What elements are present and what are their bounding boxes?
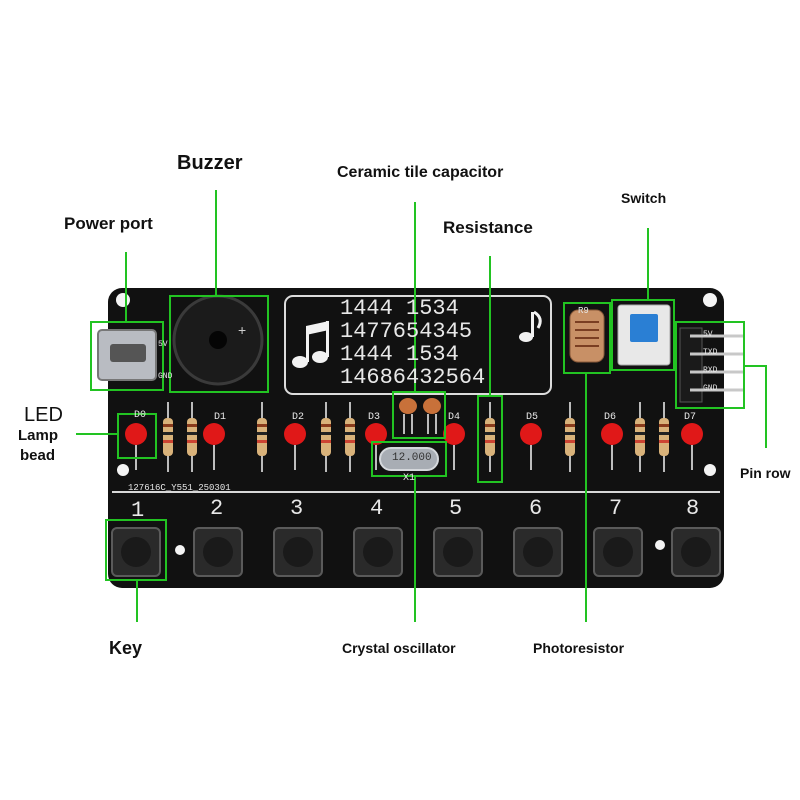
switch-box bbox=[611, 299, 675, 371]
key-number: 8 bbox=[686, 496, 700, 521]
mounting-hole bbox=[117, 464, 129, 476]
key-number: 4 bbox=[370, 496, 384, 521]
score-line: 14686432564 bbox=[340, 365, 486, 390]
label-led: LED bbox=[24, 404, 63, 426]
label-crystal-oscillator: Crystal oscillator bbox=[342, 640, 456, 656]
header-pin-label: RXD bbox=[703, 366, 718, 375]
led-ref: D2 bbox=[292, 412, 305, 423]
led-ref: D4 bbox=[448, 412, 461, 423]
usb-pin-label: GND bbox=[158, 372, 173, 381]
label-buzzer: Buzzer bbox=[177, 152, 243, 174]
leader-lines bbox=[76, 190, 767, 622]
label-bead: bead bbox=[20, 447, 56, 464]
score-line: 1444 1534 bbox=[340, 296, 459, 321]
crystal-body bbox=[379, 447, 439, 471]
led-row bbox=[125, 423, 703, 445]
score-frame bbox=[284, 295, 552, 395]
score-line: 1444 1534 bbox=[340, 342, 459, 367]
crystal-ref: X1 bbox=[403, 473, 416, 484]
music-note-icon bbox=[519, 310, 542, 342]
led-ref: D7 bbox=[684, 412, 697, 423]
key-row bbox=[111, 527, 721, 577]
key-number: 6 bbox=[529, 496, 543, 521]
label-key: Key bbox=[109, 638, 143, 658]
crystal-box bbox=[371, 441, 447, 477]
pin-header bbox=[679, 327, 703, 403]
led-ref: D3 bbox=[368, 412, 381, 423]
mounting-hole bbox=[703, 293, 717, 307]
key-number: 7 bbox=[609, 496, 623, 521]
label-pin-row: Pin row bbox=[740, 465, 791, 481]
usb-pin-label: 5V bbox=[158, 340, 168, 349]
header-pin-label: GND bbox=[703, 384, 718, 393]
buzzer-box bbox=[169, 295, 269, 393]
key-number: 5 bbox=[449, 496, 463, 521]
resistor-group bbox=[163, 402, 669, 472]
led-ref: D6 bbox=[604, 412, 617, 423]
ceramic-capacitors bbox=[399, 398, 441, 434]
music-note-icon bbox=[292, 321, 329, 368]
svg-text:+: + bbox=[238, 322, 246, 338]
key-number: 1 bbox=[131, 498, 145, 523]
label-ceramic-capacitor: Ceramic tile capacitor bbox=[337, 164, 504, 181]
photoresistor-ref: R9 bbox=[578, 306, 589, 316]
led-ref: D0 bbox=[134, 410, 147, 421]
label-switch: Switch bbox=[621, 190, 667, 206]
label-photoresistor: Photoresistor bbox=[533, 640, 625, 656]
led-box bbox=[117, 413, 157, 459]
key-number: 3 bbox=[290, 496, 304, 521]
board-id: 127616C_Y551_250301 bbox=[128, 483, 231, 493]
mounting-hole bbox=[655, 540, 665, 550]
capacitor-box bbox=[392, 391, 446, 439]
header-pin-label: 5V bbox=[703, 330, 713, 339]
header-pin-label: TXD bbox=[703, 348, 718, 357]
label-resistance: Resistance bbox=[443, 218, 533, 237]
label-power-port: Power port bbox=[64, 214, 153, 233]
led-ref: D5 bbox=[526, 412, 539, 423]
label-lamp: Lamp bbox=[18, 427, 59, 444]
mounting-hole bbox=[175, 545, 185, 555]
score-line: 1477654345 bbox=[340, 319, 473, 344]
mounting-hole bbox=[704, 464, 716, 476]
key-number: 2 bbox=[210, 496, 224, 521]
mounting-hole bbox=[116, 293, 130, 307]
led-ref: D1 bbox=[214, 412, 227, 423]
crystal-value: 12.000 bbox=[392, 452, 432, 464]
